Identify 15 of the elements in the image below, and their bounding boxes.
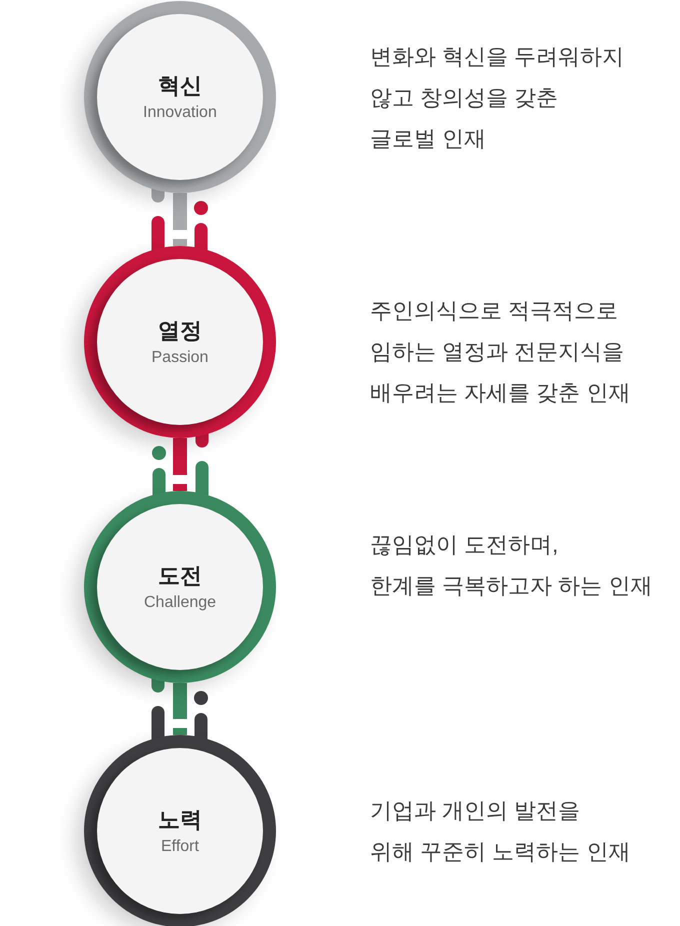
- title-text: 혁신: [158, 73, 202, 99]
- description-text: 기업과 개인의 발전을 위해 꾸준히 노력하는 인재: [370, 797, 630, 866]
- description-text: 끊임없이 도전하며, 한계를 극복하고자 하는 인재: [370, 531, 652, 600]
- title-text: 노력: [158, 807, 202, 833]
- subtitle-text: Passion: [152, 348, 208, 368]
- title-text: 도전: [158, 563, 202, 589]
- connector-line: [173, 438, 187, 491]
- connector-line: [173, 193, 187, 246]
- description-text: 주인의식으로 적극적으로 임하는 열정과 전문지식을 배우려는 자세를 갖춘 인재: [370, 297, 630, 407]
- description-text: 변화와 혁신을 두려워하지 않고 창의성을 갖춘 글로벌 인재: [370, 43, 624, 153]
- title-text: 열정: [158, 318, 202, 344]
- subtitle-text: Effort: [161, 837, 199, 857]
- connector-line: [173, 683, 187, 735]
- subtitle-text: Innovation: [143, 103, 217, 123]
- subtitle-text: Challenge: [144, 593, 216, 613]
